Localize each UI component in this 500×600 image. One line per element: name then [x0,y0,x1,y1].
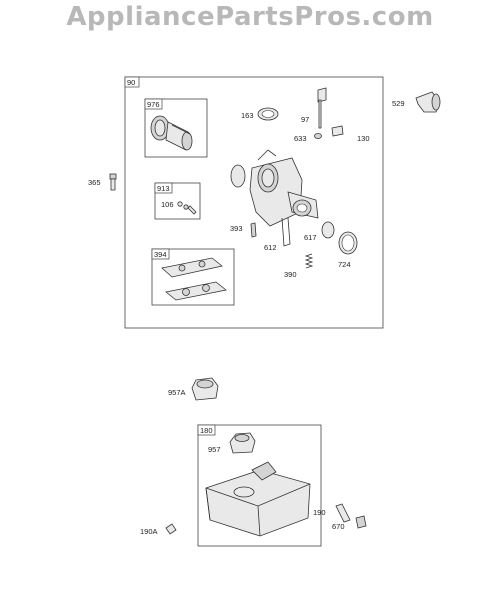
gasket-set-part[interactable] [161,257,227,301]
label-97: 97 [301,115,309,124]
fitting-670[interactable] [355,515,367,529]
gasket-set-tag [151,248,170,260]
label-617: 617 [304,233,317,242]
fuel-tank-group-label: 180 [200,426,213,435]
fitting-190a[interactable] [165,523,177,535]
boot-kit-label: 976 [147,100,160,109]
fuel-fitting-190[interactable] [335,503,351,523]
label-612: 612 [264,243,277,252]
label-393: 393 [230,224,243,233]
needle-kit-label: 913 [157,184,170,193]
fuel-cap-957a[interactable] [191,377,219,401]
label-190a: 190A [140,527,158,536]
boot-kit-box [144,98,208,158]
label-633: 633 [294,134,307,143]
gasket-set-box [151,248,235,306]
label-390: 390 [284,270,297,279]
carburetor-group-label: 90 [127,78,135,87]
fuel-tank-part[interactable] [205,461,311,537]
part-393[interactable] [250,222,257,238]
boot-kit-tag [144,98,163,110]
plate-130[interactable] [331,125,344,137]
label-957: 957 [208,445,221,454]
washer-633[interactable] [314,133,322,139]
elbow-529[interactable] [415,91,441,113]
throttle-shaft-part[interactable] [317,87,327,129]
label-957a: 957A [168,388,186,397]
screw-365[interactable] [109,173,117,191]
label-724: 724 [338,260,351,269]
fuel-tank-group-box [197,424,322,547]
carburetor-body-part[interactable] [230,149,319,247]
needle-kit-tag [154,182,173,194]
label-163: 163 [241,111,254,120]
label-529: 529 [392,99,405,108]
fuel-cap-957[interactable] [229,432,256,454]
carburetor-group-tag [124,76,140,88]
gasket-set-label: 394 [154,250,167,259]
needle-valve-part[interactable] [177,201,197,215]
fuel-tank-group-tag [197,424,216,436]
needle-kit-box [154,182,201,220]
intake-boot-part[interactable] [150,115,193,151]
oring-617[interactable] [321,221,335,239]
label-365: 365 [88,178,101,187]
label-130: 130 [357,134,370,143]
watermark-logo: AppliancePartsPros.com [66,2,434,32]
label-670: 670 [332,522,345,531]
spring-390[interactable] [304,253,314,269]
label-190: 190 [313,508,326,517]
label-106: 106 [161,200,174,209]
carburetor-group-box [124,76,384,329]
